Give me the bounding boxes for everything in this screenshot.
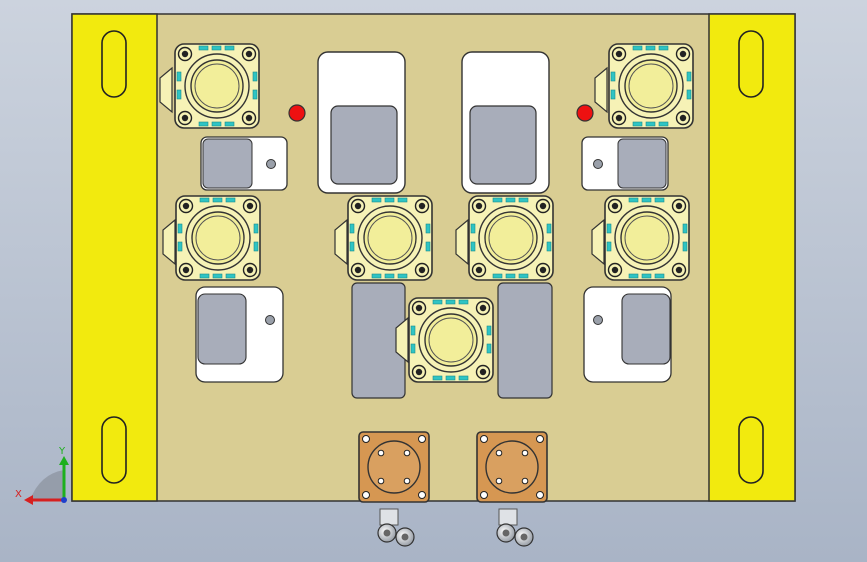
large-insert-left[interactable] (195, 286, 284, 383)
x-axis-label: X (15, 489, 22, 500)
clamp-mid-center-left[interactable] (334, 195, 433, 281)
locating-pin-left[interactable] (288, 104, 306, 122)
clamp-bottom-center[interactable] (395, 297, 494, 383)
x-axis-arrow-icon (24, 495, 33, 505)
clamp-mid-left[interactable] (162, 195, 261, 281)
triad-base-shade (30, 470, 64, 500)
z-axis-origin-icon (61, 497, 67, 503)
left-side-rail[interactable] (71, 13, 158, 502)
connector-left[interactable] (358, 431, 430, 503)
y-axis-label: Y (58, 446, 66, 457)
clamp-top-right[interactable] (594, 43, 694, 129)
clamp-mid-center-right[interactable] (455, 195, 554, 281)
right-side-rail[interactable] (708, 13, 796, 502)
tall-insert-left[interactable] (317, 51, 406, 194)
small-insert-right[interactable] (581, 136, 669, 191)
center-block-right[interactable] (497, 282, 553, 399)
large-insert-right[interactable] (583, 286, 672, 383)
locating-pin-right[interactable] (576, 104, 594, 122)
y-axis-arrow-icon (59, 456, 69, 465)
clamp-top-left[interactable] (159, 43, 260, 129)
tall-insert-right[interactable] (461, 51, 550, 194)
connector-right[interactable] (476, 431, 548, 503)
small-insert-left[interactable] (200, 136, 288, 191)
clamp-mid-right[interactable] (591, 195, 690, 281)
axis-triad: X Y (15, 446, 69, 505)
